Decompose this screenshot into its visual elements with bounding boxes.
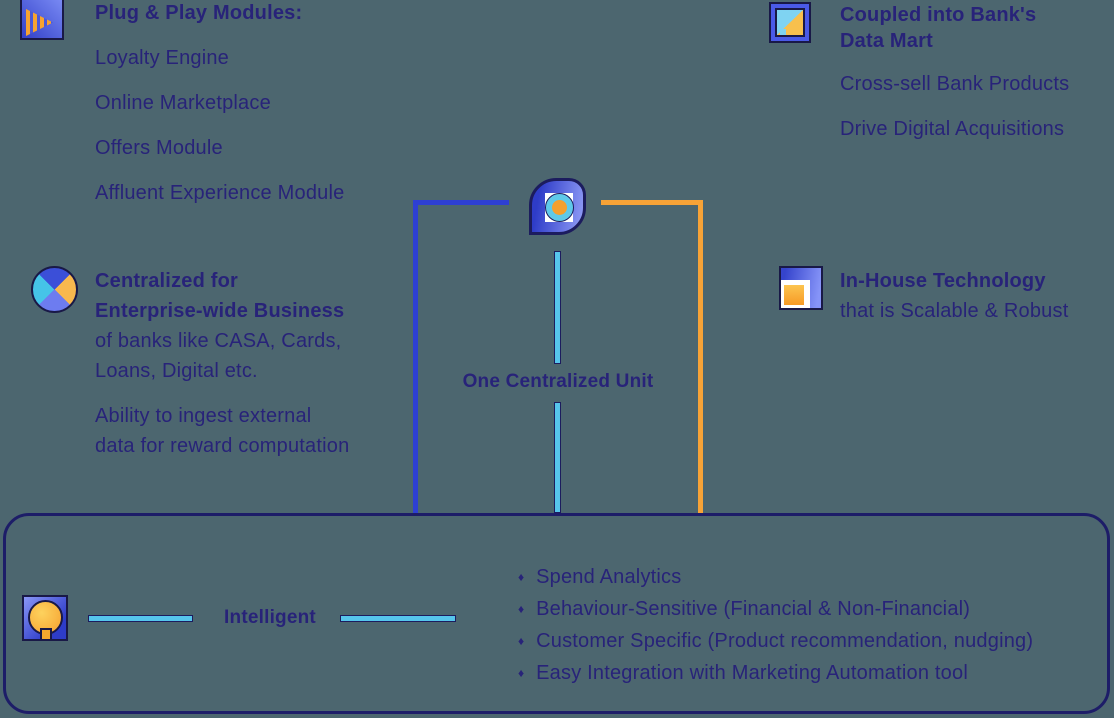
data-mart-heading-line2: Data Mart — [840, 30, 933, 52]
intelligent-label: Intelligent — [224, 607, 316, 628]
connector-orange-horizontal — [601, 200, 703, 205]
bullet-text: Customer Specific (Product recommendatio… — [536, 630, 1034, 652]
data-mart-icon — [769, 2, 811, 43]
plug-play-item: Loyalty Engine — [95, 47, 230, 69]
plug-play-item: Offers Module — [95, 137, 223, 159]
centralized-note-block: Ability to ingest external data for rewa… — [95, 401, 349, 461]
centralized-note-line2: data for reward computation — [95, 435, 350, 457]
data-mart-item: Drive Digital Acquisitions — [840, 118, 1065, 140]
zigzag-notch — [780, 28, 786, 35]
centralized-heading-line1: Centralized for — [95, 270, 239, 292]
in-house-tech-icon — [779, 266, 823, 310]
data-mart-item: Cross-sell Bank Products — [840, 73, 1070, 95]
intelligent-bullet-list: ♦ Spend Analytics ♦ Behaviour-Sensitive (F… — [518, 562, 1033, 690]
connector-cyan-upper — [554, 251, 561, 364]
inhouse-heading: In-House Technology — [840, 270, 1046, 292]
centralized-note-line1: Ability to ingest external — [95, 405, 312, 427]
centralized-body-line2: Loans, Digital etc. — [95, 360, 258, 382]
one-centralized-unit-label: One Centralized Unit — [462, 371, 654, 392]
bullet-text: Behaviour-Sensitive (Financial & Non-Fin… — [536, 598, 971, 620]
connector-blue-horizontal — [413, 200, 509, 205]
centralized-heading-line2: Enterprise-wide Business — [95, 300, 345, 322]
inhouse-text-block: In-House Technology that is Scalable & R… — [840, 266, 1068, 326]
bulb-stem — [40, 628, 52, 639]
centralized-unit-icon — [529, 178, 586, 235]
plug-play-item: Online Marketplace — [95, 92, 271, 114]
diamond-bullet-icon: ♦ — [518, 602, 525, 616]
diamond-bullet-icon: ♦ — [518, 666, 525, 680]
list-item: ♦ Spend Analytics — [518, 562, 1033, 594]
diagonal-split — [775, 8, 805, 37]
striped-triangle — [26, 9, 53, 36]
diamond-bullet-icon: ♦ — [518, 570, 525, 584]
bullet-text: Spend Analytics — [536, 566, 682, 588]
list-item: ♦ Behaviour-Sensitive (Financial & Non-Fi… — [518, 594, 1033, 626]
centralized-circle-icon — [31, 266, 78, 313]
lightbulb-icon — [22, 595, 68, 641]
unit-orange-circle — [552, 200, 567, 215]
list-item: ♦ Easy Integration with Marketing Automat… — [518, 658, 1033, 690]
intelligent-right-line — [340, 615, 456, 622]
connector-orange-vertical — [698, 200, 703, 513]
connector-blue-vertical — [413, 200, 418, 513]
data-mart-heading-line1: Coupled into Bank's — [840, 4, 1037, 26]
intelligent-left-line — [88, 615, 193, 622]
plug-play-heading: Plug & Play Modules: — [95, 2, 303, 24]
bullet-text: Easy Integration with Marketing Automati… — [536, 662, 968, 684]
centralized-body-line1: of banks like CASA, Cards, — [95, 330, 342, 352]
intelligent-box — [3, 513, 1110, 714]
data-mart-heading: Coupled into Bank's Data Mart — [840, 2, 1036, 54]
play-stripes-icon — [20, 0, 64, 40]
list-item: ♦ Customer Specific (Product recommendati… — [518, 626, 1033, 658]
inhouse-body: that is Scalable & Robust — [840, 300, 1069, 322]
nested-orange-square — [784, 285, 804, 305]
unit-cyan-circle — [545, 193, 574, 222]
centralized-text-block: Centralized for Enterprise-wide Business… — [95, 266, 344, 386]
connector-cyan-lower — [554, 402, 561, 513]
plug-play-item: Affluent Experience Module — [95, 182, 345, 204]
diamond-bullet-icon: ♦ — [518, 634, 525, 648]
